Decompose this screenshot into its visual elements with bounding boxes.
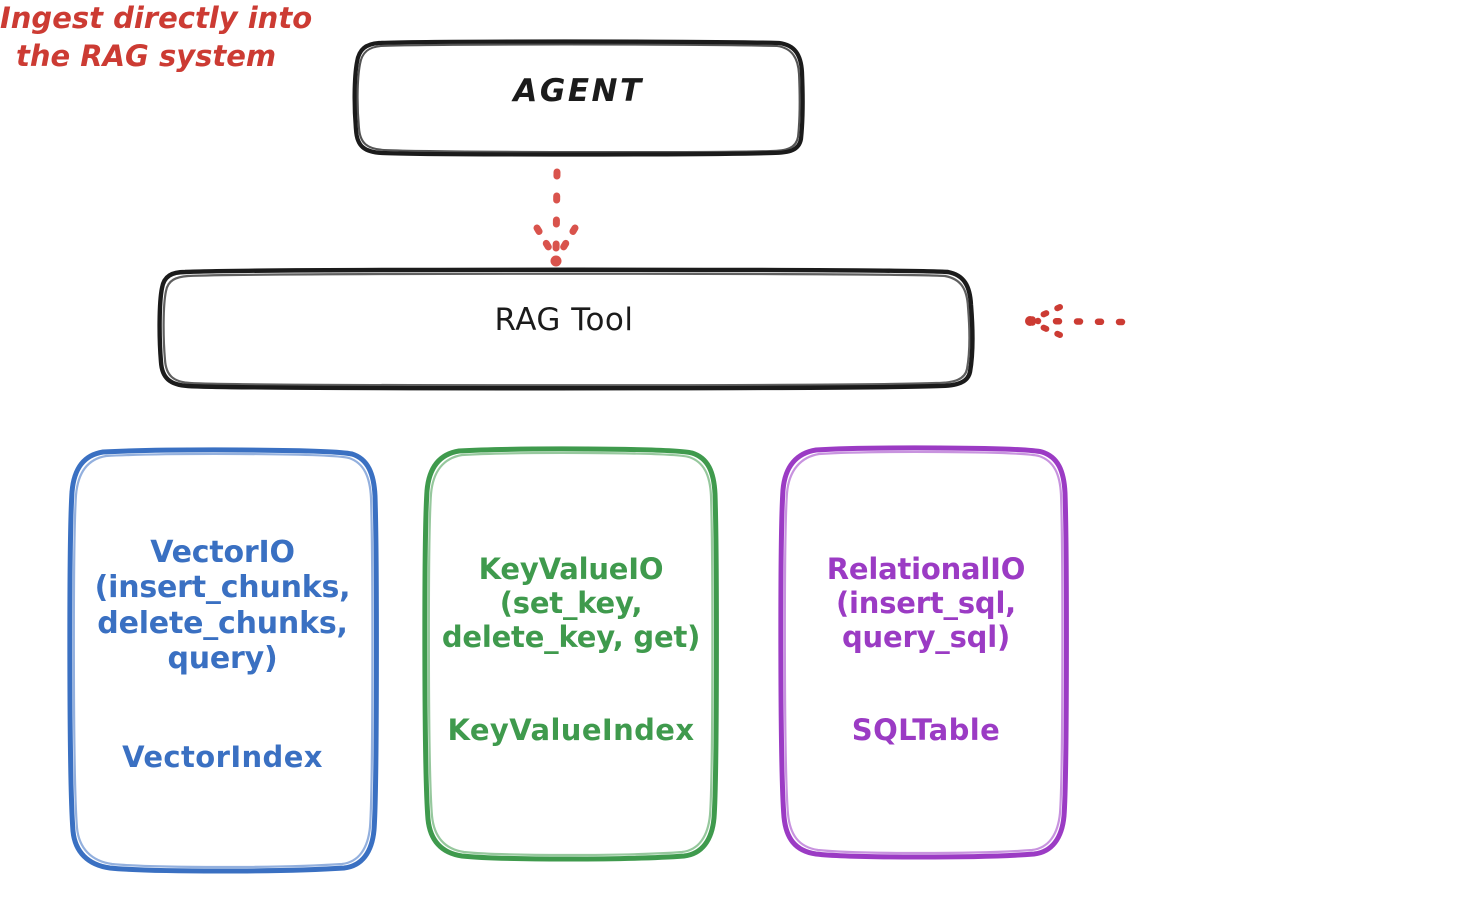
ingest-arrow [1025,304,1126,338]
rag-tool-box[interactable] [157,267,975,391]
agent-box[interactable] [352,39,805,157]
agent-to-rag-arrow [533,168,579,267]
ingest-annotation: Ingest directly into the RAG system [0,0,320,75]
key-value-io-subtitle: KeyValueIndex [447,713,695,747]
ingest-annotation-line2: the RAG system [16,38,277,73]
vector-io-subtitle: VectorIndex [122,740,323,774]
relational-io-subtitle: SQLTable [851,713,1001,747]
relational-io-title: RelationalIO (insert_sql, query_sql) [826,552,1026,655]
key-value-io-title: KeyValueIO (set_key, delete_key, get) [441,552,701,655]
vector-io-card[interactable] [67,447,379,874]
relational-io-card[interactable] [778,445,1069,860]
key-value-io-card[interactable] [422,446,719,862]
vector-io-title: VectorIO (insert_chunks, delete_chunks, … [94,535,351,677]
ingest-annotation-line1: Ingest directly into [0,1,313,35]
